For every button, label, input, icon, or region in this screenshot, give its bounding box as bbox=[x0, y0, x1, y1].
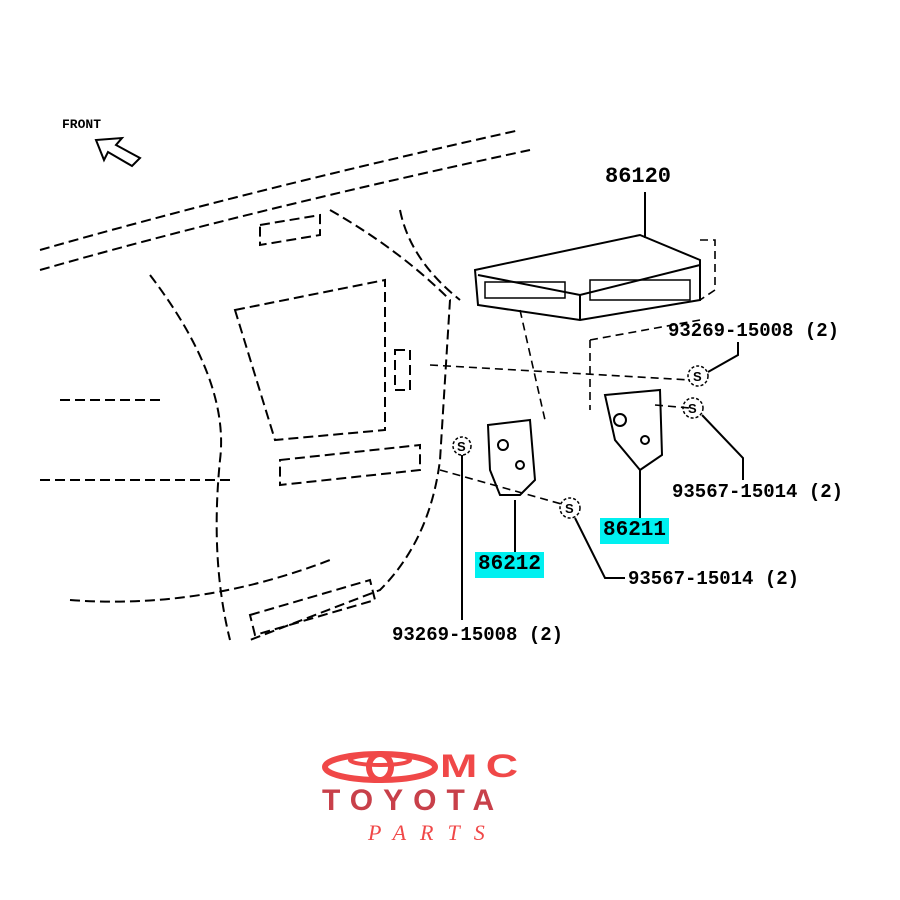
bracket-86212 bbox=[486, 418, 537, 496]
leader-lines bbox=[461, 192, 744, 620]
part-label-86120[interactable]: 86120 bbox=[605, 164, 672, 189]
part-label-93269-15008-left[interactable]: 93269-15008 (2) bbox=[392, 624, 564, 646]
svg-text:S: S bbox=[688, 401, 697, 416]
logo-parts: PARTS bbox=[368, 820, 499, 845]
part-label-93567-15014-mid[interactable]: 93567-15014 (2) bbox=[628, 568, 800, 590]
svg-text:S: S bbox=[457, 439, 466, 454]
part-label-93269-15008-right[interactable]: 93269-15008 (2) bbox=[668, 320, 840, 342]
logo-toyota: TOYOTA bbox=[322, 784, 505, 817]
part-label-86211[interactable]: 86211 bbox=[600, 518, 670, 544]
part-label-93567-15014-right[interactable]: 93567-15014 (2) bbox=[672, 481, 844, 503]
screw-symbols: S S S S bbox=[457, 369, 702, 516]
svg-text:S: S bbox=[693, 369, 702, 384]
radio-unit bbox=[473, 233, 701, 322]
screw-icons bbox=[452, 365, 709, 519]
front-arrow-icon bbox=[94, 136, 142, 168]
bracket-86211 bbox=[603, 388, 664, 472]
svg-text:S: S bbox=[565, 501, 574, 516]
omc-toyota-parts-logo: MC TOYOTA PARTS bbox=[320, 750, 590, 850]
toyota-emblem-icon bbox=[322, 751, 438, 783]
dashboard-outline bbox=[39, 129, 531, 641]
assembly-dashed-lines bbox=[429, 239, 716, 506]
front-label: FRONT bbox=[62, 117, 102, 132]
part-label-86212[interactable]: 86212 bbox=[475, 552, 545, 578]
logo-mc: MC bbox=[440, 748, 527, 784]
